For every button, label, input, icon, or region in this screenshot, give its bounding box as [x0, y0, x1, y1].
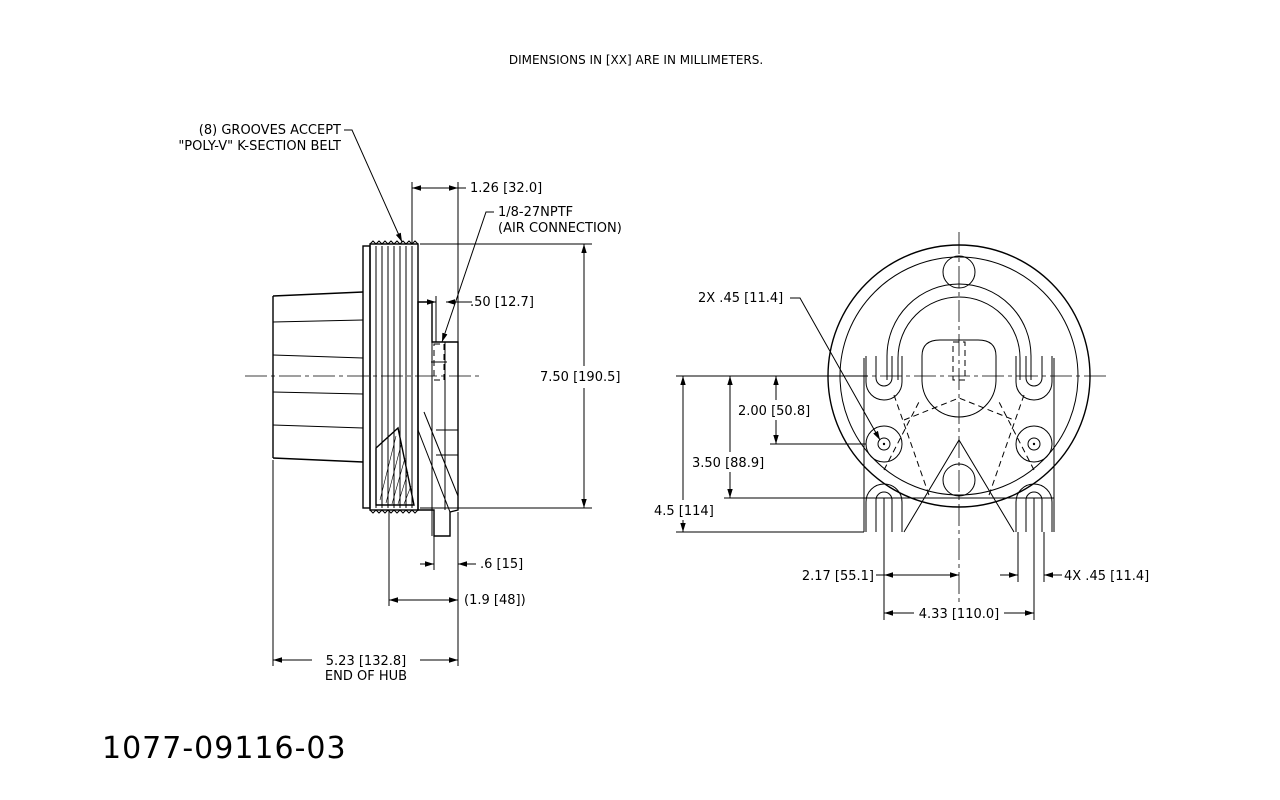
units-note: DIMENSIONS IN [XX] ARE IN MILLIMETERS. [509, 53, 763, 67]
bottom-slots [865, 483, 1053, 532]
bottom-hole [942, 463, 976, 497]
pulley-grooves [362, 240, 419, 514]
side-view: 1.26 [32.0] (8) GROOVES ACCEPT "POLY-V" … [178, 123, 622, 684]
grooves-note-line2: "POLY-V" K-SECTION BELT [178, 139, 341, 154]
part-number: 1077-09116-03 [102, 731, 347, 766]
top-hole [942, 255, 976, 289]
dim-width-label: 1.26 [32.0] [470, 181, 542, 196]
dim-diameter-label: 7.50 [190.5] [540, 370, 620, 385]
port-note-line2: (AIR CONNECTION) [498, 221, 622, 236]
dim-flange-label: .6 [15] [480, 557, 523, 572]
dim-2-00-label: 2.00 [50.8] [738, 404, 810, 419]
dim-2-17-label: 2.17 [55.1] [802, 569, 874, 584]
dim-3-50-label: 3.50 [88.9] [692, 456, 764, 471]
slots-4x-label: 4X .45 [11.4] [1064, 569, 1149, 584]
dim-4-5-label: 4.5 [114] [654, 504, 714, 519]
front-view: 2X .45 [11.4] 2.00 [50.8] 3.50 [88.9] 4.… [654, 232, 1149, 622]
mounting-bracket [863, 358, 1055, 533]
dim-4-33-label: 4.33 [110.0] [919, 607, 999, 622]
top-slots [865, 356, 1053, 401]
holes-2x-label: 2X .45 [11.4] [698, 291, 783, 306]
dim-port-offset-label: .50 [12.7] [470, 295, 534, 310]
grooves-note-line1: (8) GROOVES ACCEPT [199, 123, 341, 138]
mounting-holes [865, 425, 1053, 463]
dim-overall-note: END OF HUB [325, 669, 407, 684]
port-note-line1: 1/8-27NPTF [498, 205, 573, 220]
hub-body [272, 291, 364, 463]
dim-hub-ref-label: (1.9 [48]) [464, 593, 526, 608]
flange-assembly [417, 301, 459, 537]
section-cut [375, 426, 415, 506]
dim-overall-label: 5.23 [132.8] [326, 654, 406, 669]
